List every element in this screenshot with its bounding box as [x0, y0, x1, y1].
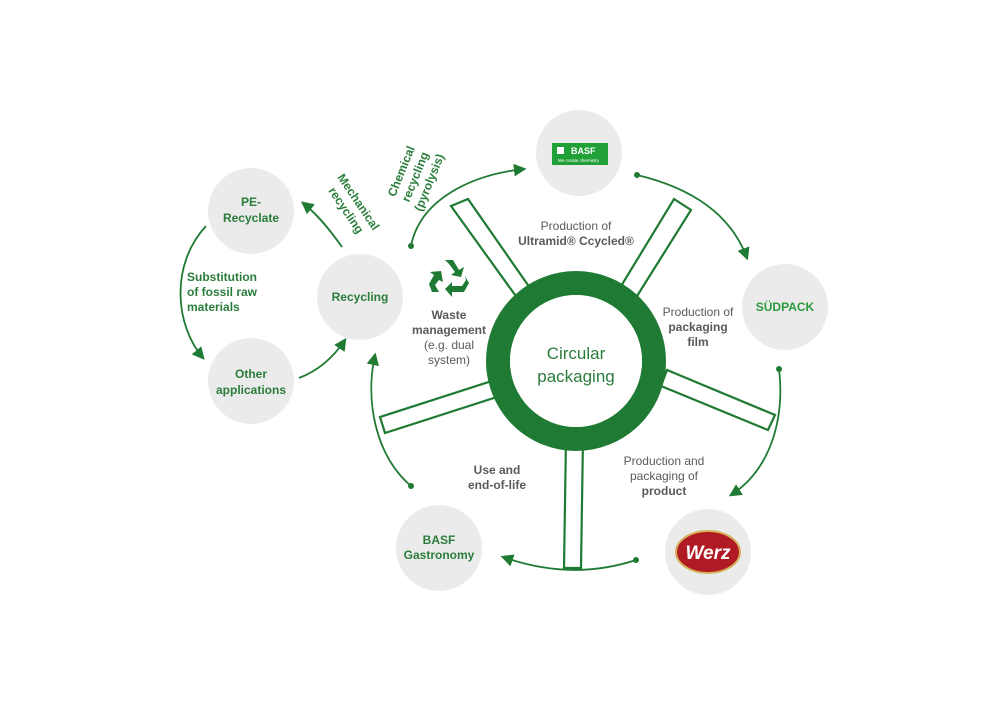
arrow-to-basf — [410, 163, 527, 247]
packaging-film-line1: Production of — [663, 305, 734, 319]
arrow-dot-werz — [633, 557, 639, 563]
product-line3: product — [642, 484, 687, 498]
waste-line3: (e.g. dual — [424, 338, 474, 352]
arrow-substitution — [179, 225, 207, 360]
substitution-line3: materials — [187, 300, 240, 314]
center-title-line1: Circular — [547, 344, 606, 363]
sudpack-logo: SÜDPACK — [756, 299, 815, 314]
basf-logo-text: BASF — [571, 146, 596, 156]
recycling-label: Recycling — [332, 290, 389, 304]
ultramid-line1: Production of — [541, 219, 612, 233]
spoke-end-of-life — [562, 436, 585, 570]
pe-recyclate-line1: PE- — [241, 195, 261, 209]
center-title-line2: packaging — [537, 367, 615, 386]
pe-recyclate-line2: Recyclate — [223, 211, 279, 225]
arrow-dot-basf — [634, 172, 640, 178]
center-ring — [486, 271, 666, 451]
arrow-dot-chemical — [408, 243, 414, 249]
node-basf-gastronomy — [396, 505, 482, 591]
basf-gastronomy-line2: Gastronomy — [404, 548, 475, 562]
mechanical-recycling-label: Mechanical recycling — [325, 171, 382, 236]
spoke-product — [659, 368, 777, 432]
arrow-to-werz — [728, 368, 782, 497]
basf-logo-tagline: We create chemistry — [558, 158, 600, 163]
arrow-to-sudpack — [636, 174, 750, 261]
ultramid-line2: Ultramid® Ccycled® — [518, 234, 634, 248]
arrow-to-recycling — [366, 352, 412, 487]
substitution-line1: Substitution — [187, 270, 257, 284]
use-eol-line2: end-of-life — [468, 478, 526, 492]
use-eol-line1: Use and — [474, 463, 521, 477]
packaging-film-line2: packaging — [668, 320, 727, 334]
packaging-film-line3: film — [687, 335, 708, 349]
arrow-dot-sudpack — [776, 366, 782, 372]
arrow-other-to-recycling — [298, 337, 347, 379]
recycle-icon — [429, 260, 469, 297]
product-line2: packaging of — [630, 469, 699, 483]
other-applications-line2: applications — [216, 383, 286, 397]
node-other-applications — [208, 338, 294, 424]
arrow-mechanical — [301, 201, 343, 248]
other-applications-line1: Other — [235, 367, 267, 381]
basf-logo: BASF We create chemistry — [552, 143, 608, 165]
arrow-dot-gastronomy — [408, 483, 414, 489]
spoke-waste — [378, 377, 505, 435]
substitution-line2: of fossil raw — [187, 285, 258, 299]
node-pe-recyclate — [208, 168, 294, 254]
werz-logo: Werz — [675, 530, 741, 574]
arrow-to-gastronomy — [500, 554, 637, 571]
basf-gastronomy-line1: BASF — [423, 533, 456, 547]
node-sudpack — [742, 264, 828, 350]
waste-line4: system) — [428, 353, 470, 367]
werz-logo-text: Werz — [685, 543, 731, 564]
product-line1: Production and — [624, 454, 705, 468]
center-disc — [510, 295, 642, 427]
waste-line1: Waste — [432, 308, 467, 322]
waste-line2: management — [412, 323, 486, 337]
node-recycling — [317, 254, 403, 340]
